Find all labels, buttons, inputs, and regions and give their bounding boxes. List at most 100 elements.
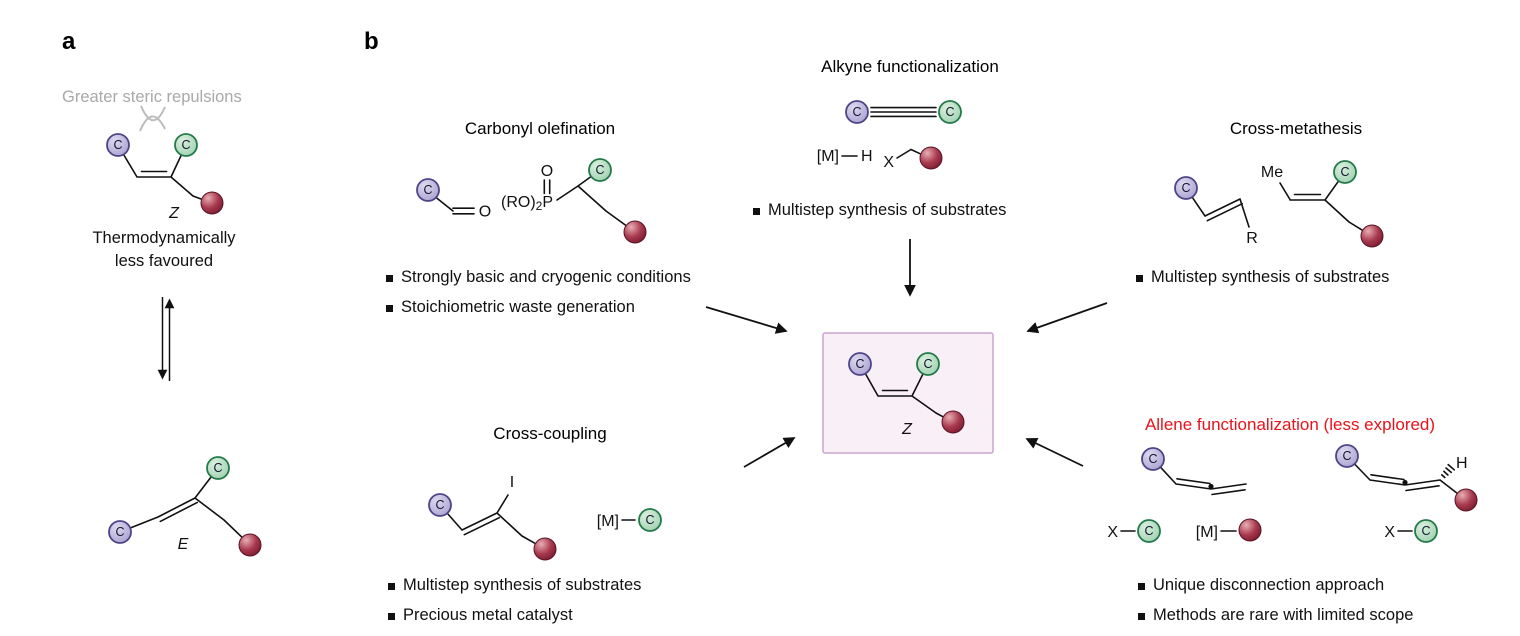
carbon-purple-atom: C [416,178,440,202]
r-group-label: R [1246,230,1258,247]
alkyne-functionalization-structures: C C [M] H X [817,100,962,171]
carbon-green-atom: C [1414,519,1438,543]
carbon-green-atom: C [638,508,662,532]
arrow-from-allene [1025,438,1084,467]
panel-b-label: b [364,28,379,55]
atom-label: C [645,513,654,527]
carbon-purple-atom: C [108,520,132,544]
metal-label: [M] [817,148,839,165]
bond [841,106,937,159]
x-group-label: X [883,154,894,171]
carbon-green-atom: C [916,352,940,376]
thermo-line-1: Thermodynamically [92,229,236,247]
carbon-purple-atom: C [845,100,869,124]
r-group-sphere [238,533,262,557]
aldehyde-oxygen-label: O [479,204,491,221]
bullet-item: Multistep synthesis of substrates [753,201,1006,220]
bullet-item: Stoichiometric waste generation [386,298,691,317]
steric-clash-icon [139,105,166,132]
arrow-from-metathesis [1026,302,1108,334]
bullet-text: Unique disconnection approach [1153,576,1385,594]
metal-label: [M] [597,513,619,530]
bullet-item: Unique disconnection approach [1138,576,1413,595]
square-bullet-icon [388,613,395,620]
bond [865,373,944,418]
atom-label: C [115,525,124,539]
e-isomer-label: E [178,536,189,553]
methyl-label: Me [1261,164,1283,181]
cross-metathesis-structures: C R Me C [1174,160,1384,248]
atom-label: C [1340,165,1349,179]
allene-bullet-list: Unique disconnection approach Methods ar… [1138,576,1413,636]
hydride-label: H [861,148,873,165]
carbon-green-atom: C [206,456,230,480]
atom-label: C [595,163,604,177]
bullet-text: Multistep synthesis of substrates [768,201,1007,219]
target-molecule-box: C C Z [822,332,994,454]
carbon-purple-atom: C [848,352,872,376]
atom-label: C [113,138,122,152]
phosphonate-oxygen-label: O [541,163,553,180]
bullet-text: Multistep synthesis of substrates [1151,268,1390,286]
carbon-purple-atom: C [1174,176,1198,200]
carbon-green-atom: C [174,133,198,157]
bullet-item: Methods are rare with limited scope [1138,606,1413,625]
iodide-label: I [510,474,514,491]
metathesis-bullet-list: Multistep synthesis of substrates [1136,268,1389,298]
thermo-line-2: less favoured [114,252,214,270]
section-title-alkyne-functionalization: Alkyne functionalization [821,57,999,76]
atom-label: C [435,498,444,512]
carbon-green-atom: C [1333,160,1357,184]
alkyne-bullet-list: Multistep synthesis of substrates [753,201,1006,231]
section-title-cross-metathesis: Cross-metathesis [1229,119,1363,138]
section-title-allene-functionalization: Allene functionalization (less explored) [1144,415,1436,434]
bond [436,176,627,226]
square-bullet-icon [386,305,393,312]
bullet-text: Stoichiometric waste generation [401,298,635,316]
phosphonate-subscript: 2 [536,199,543,213]
steric-repulsions-note: Greater steric repulsions [62,88,242,106]
carbon-green-atom: C [938,100,962,124]
bullet-text: Strongly basic and cryogenic conditions [401,268,691,286]
square-bullet-icon [1138,613,1145,620]
r-group-sphere [533,537,557,561]
x-group-label: X [1107,524,1118,541]
atom-label: C [423,183,432,197]
metal-label: [M] [1196,524,1218,541]
atom-label: C [1181,181,1190,195]
square-bullet-icon [386,275,393,282]
allene-center-dot [1208,483,1214,490]
bond [447,494,636,544]
target-z-label: Z [901,421,913,438]
hydrogen-label: H [1456,455,1468,472]
bullet-item: Multistep synthesis of substrates [1136,268,1389,287]
bond [122,153,202,200]
thermodynamics-note: Thermodynamically less favoured [92,227,235,273]
carbon-green-atom: C [1137,519,1161,543]
bullet-text: Precious metal catalyst [403,606,573,624]
bullet-item: Strongly basic and cryogenic conditions [386,268,691,287]
bullet-text: Methods are rare with limited scope [1153,606,1414,624]
atom-label: C [923,357,932,371]
carbonyl-bullet-list: Strongly basic and cryogenic conditions … [386,268,691,328]
bullet-item: Multistep synthesis of substrates [388,576,641,595]
allene-center-dot [1402,479,1408,486]
atom-label: C [1144,524,1153,538]
square-bullet-icon [388,583,395,590]
atom-label: C [855,357,864,371]
bond [130,476,243,538]
r-group-sphere [1360,224,1384,248]
carbon-purple-atom: C [106,133,130,157]
carbon-purple-atom: C [1141,447,1165,471]
coupling-bullet-list: Multistep synthesis of substrates Precio… [388,576,641,636]
atom-label: C [1342,449,1351,463]
section-title-cross-coupling: Cross-coupling [493,424,607,443]
section-title-carbonyl-olefination: Carbonyl olefination [464,119,616,138]
atom-label: C [852,105,861,119]
atom-label: C [1148,452,1157,466]
x-group-label: X [1384,524,1395,541]
arrow-from-carbonyl [705,306,788,334]
phosphonate-p: P [542,194,553,211]
atom-label: C [945,105,954,119]
